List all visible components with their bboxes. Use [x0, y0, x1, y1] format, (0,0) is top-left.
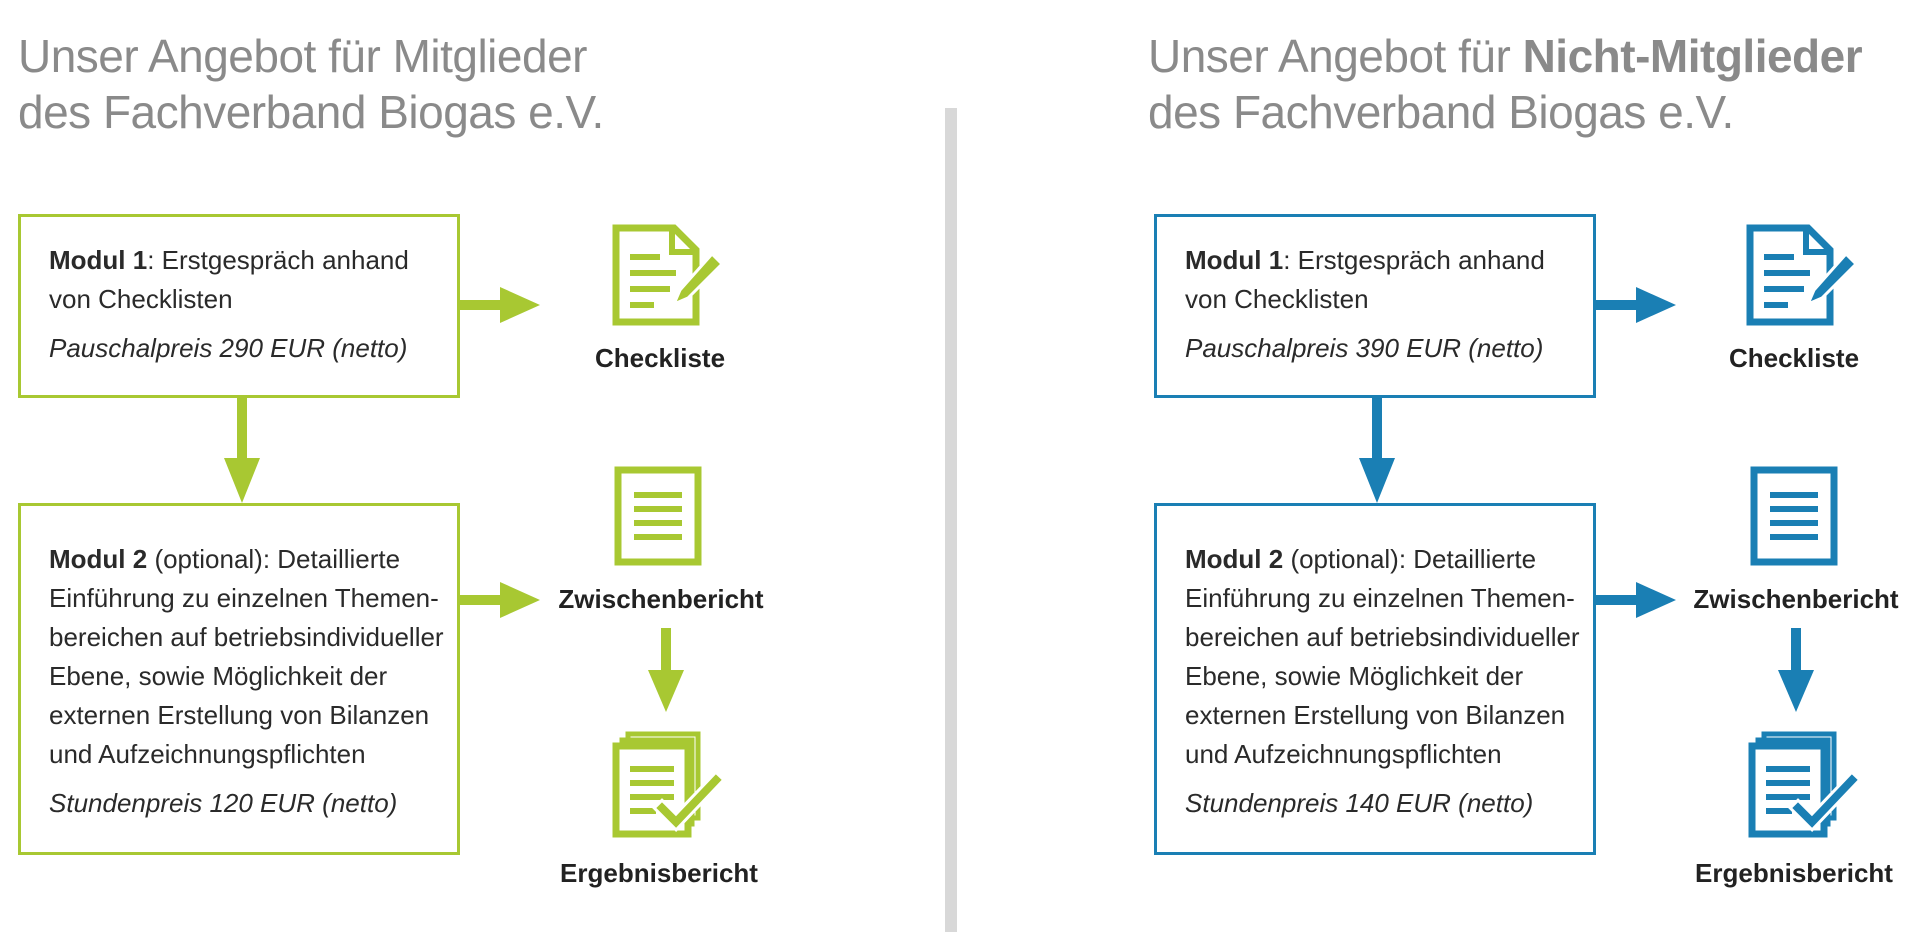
arrow-right-icon	[1596, 582, 1676, 618]
module-2-price: Stundenpreis 140 EUR (netto)	[1185, 788, 1534, 818]
members-title: Unser Angebot für Mitglieder des Fachver…	[18, 28, 604, 140]
module-2-text-1: (optional): Detaillierte	[147, 544, 401, 574]
arrow-down-icon	[1778, 628, 1814, 712]
non-members-title-line-1: Unser Angebot für Nicht-Mitglieder	[1148, 28, 1863, 84]
module-1-name: Modul 1	[1185, 245, 1284, 275]
module-1-price: Pauschalpreis 390 EUR (netto)	[1185, 333, 1544, 363]
arrow-right-icon	[460, 287, 540, 323]
checklist-label: Checkliste	[594, 343, 726, 373]
module-2-text-1: (optional): Detaillierte	[1283, 544, 1537, 574]
non-members-title-line-2: des Fachverband Biogas e.V.	[1148, 86, 1734, 138]
members-title-line-2: des Fachverband Biogas e.V.	[18, 86, 604, 138]
module-2-line: bereichen auf betriebsindividueller	[1185, 622, 1580, 652]
module-2-line: bereichen auf betriebsindividueller	[49, 622, 444, 652]
module-2-price: Stundenpreis 120 EUR (netto)	[49, 788, 398, 818]
module-2-line: externen Erstellung von Bilanzen	[1185, 700, 1566, 730]
interim-report-label: Zwischenbericht	[1693, 584, 1899, 614]
module-2-name: Modul 2	[49, 544, 148, 574]
module-2-name: Modul 2	[1185, 544, 1284, 574]
module-2-line: und Aufzeichnungspflichten	[49, 739, 366, 769]
module-2-line: und Aufzeichnungspflichten	[1185, 739, 1502, 769]
non-members-title: Unser Angebot für Nicht-Mitglieder des F…	[1148, 28, 1863, 140]
module-2-line: Einführung zu einzelnen Themen-	[49, 583, 439, 613]
module-2-heading: Modul 2 (optional): Detaillierte	[1185, 540, 1593, 579]
checklist-label: Checkliste	[1728, 343, 1860, 373]
module-1-heading: Modul 1: Erstgespräch anhand	[49, 241, 457, 280]
module-2-box: Modul 2 (optional): Detaillierte Einführ…	[18, 503, 460, 855]
module-2-line: Einführung zu einzelnen Themen-	[1185, 583, 1575, 613]
module-1-name: Modul 1	[49, 245, 148, 275]
module-1-box: Modul 1: Erstgespräch anhand von Checkli…	[1154, 214, 1596, 398]
module-1-text-1: : Erstgespräch anhand	[1283, 245, 1545, 275]
module-1-text-2: von Checklisten	[1185, 284, 1369, 314]
panel-divider	[945, 108, 957, 932]
result-report-label: Ergebnisbericht	[1695, 858, 1893, 888]
members-offer-panel: Unser Angebot für Mitglieder des Fachver…	[0, 0, 940, 944]
module-2-box: Modul 2 (optional): Detaillierte Einführ…	[1154, 503, 1596, 855]
module-1-box: Modul 1: Erstgespräch anhand von Checkli…	[18, 214, 460, 398]
module-1-price: Pauschalpreis 290 EUR (netto)	[49, 333, 408, 363]
interim-report-label: Zwischenbericht	[558, 584, 764, 614]
document-lines-icon	[614, 466, 702, 566]
non-members-title-prefix: Unser Angebot für	[1148, 30, 1523, 82]
non-members-offer-panel: Unser Angebot für Nicht-Mitglieder des F…	[1130, 0, 1920, 944]
stacked-documents-check-icon	[612, 731, 724, 838]
arrow-down-icon	[648, 628, 684, 712]
non-members-title-emphasis: Nicht-Mitglieder	[1522, 30, 1863, 82]
module-2-heading: Modul 2 (optional): Detaillierte	[49, 540, 457, 579]
document-pen-icon	[612, 224, 725, 326]
arrow-down-icon	[224, 398, 260, 503]
module-1-heading: Modul 1: Erstgespräch anhand	[1185, 241, 1593, 280]
stacked-documents-check-icon	[1748, 731, 1860, 838]
arrow-right-icon	[460, 582, 540, 618]
module-2-line: Ebene, sowie Möglichkeit der	[49, 661, 388, 691]
document-lines-icon	[1750, 466, 1838, 566]
module-2-line: externen Erstellung von Bilanzen	[49, 700, 430, 730]
members-title-line-1: Unser Angebot für Mitglieder	[18, 30, 587, 82]
arrow-down-icon	[1359, 398, 1395, 503]
arrow-right-icon	[1596, 287, 1676, 323]
result-report-label: Ergebnisbericht	[560, 858, 758, 888]
module-1-text-2: von Checklisten	[49, 284, 233, 314]
module-1-text-1: : Erstgespräch anhand	[147, 245, 409, 275]
document-pen-icon	[1746, 224, 1859, 326]
module-2-line: Ebene, sowie Möglichkeit der	[1185, 661, 1524, 691]
